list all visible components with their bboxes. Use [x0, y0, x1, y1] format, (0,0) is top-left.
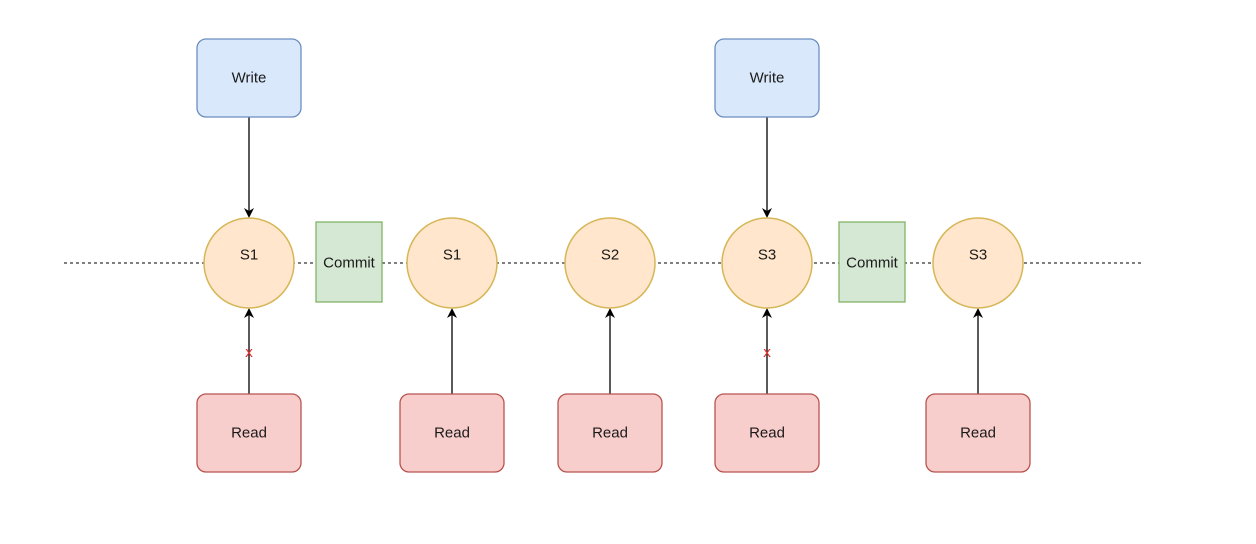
read-rect: [557, 393, 663, 473]
state-label: S3: [969, 247, 987, 264]
read-label: Read: [231, 425, 267, 442]
commit-label: Commit: [846, 255, 898, 272]
write-rect: [714, 38, 820, 118]
commit-box-1: Commit: [315, 221, 383, 303]
blocked-read-marker: x: [763, 345, 771, 361]
read-label: Read: [960, 425, 996, 442]
state-circle: [203, 217, 295, 309]
write-box-4: Write: [714, 38, 820, 118]
write-rect: [196, 38, 302, 118]
commit-rect: [315, 221, 383, 303]
state-circle: [564, 217, 656, 309]
read-box-2: Read: [399, 393, 505, 473]
read-box-3: Read: [557, 393, 663, 473]
read-box-5: Read: [925, 393, 1031, 473]
write-label: Write: [750, 70, 785, 87]
state-label: S1: [443, 247, 461, 264]
state-circle: [721, 217, 813, 309]
read-rect: [714, 393, 820, 473]
read-label: Read: [434, 425, 470, 442]
state-node-3: S2: [564, 217, 656, 309]
read-box-4: Read: [714, 393, 820, 473]
state-label: S2: [601, 247, 619, 264]
write-box-1: Write: [196, 38, 302, 118]
state-circle: [406, 217, 498, 309]
state-label: S1: [240, 247, 258, 264]
commit-label: Commit: [323, 255, 375, 272]
read-rect: [196, 393, 302, 473]
state-circle: [932, 217, 1024, 309]
state-label: S3: [758, 247, 776, 264]
state-node-1: S1: [203, 217, 295, 309]
read-rect: [399, 393, 505, 473]
read-box-1: Read: [196, 393, 302, 473]
read-label: Read: [592, 425, 628, 442]
read-rect: [925, 393, 1031, 473]
read-label: Read: [749, 425, 785, 442]
state-node-4: S3: [721, 217, 813, 309]
state-node-5: S3: [932, 217, 1024, 309]
write-label: Write: [232, 70, 267, 87]
blocked-read-marker: x: [245, 345, 253, 361]
commit-rect: [838, 221, 906, 303]
commit-box-2: Commit: [838, 221, 906, 303]
state-node-2: S1: [406, 217, 498, 309]
